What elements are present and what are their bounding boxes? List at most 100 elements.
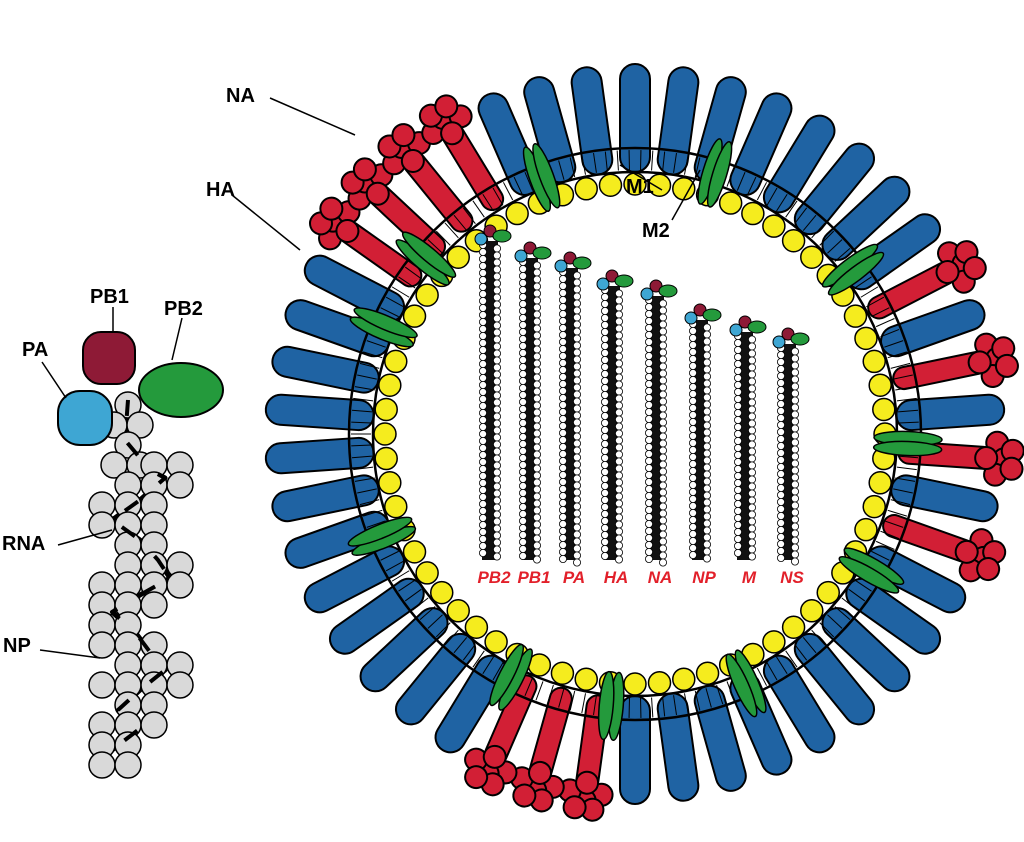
np-bead <box>478 443 487 452</box>
np-bead <box>659 299 668 308</box>
np-bead <box>559 414 568 423</box>
np-bead <box>573 327 582 336</box>
np-bead <box>748 510 757 519</box>
label-pa: PA <box>22 339 48 361</box>
lipid-tail <box>651 697 654 718</box>
lipid-tail <box>593 152 597 173</box>
np-bead <box>573 460 582 469</box>
np-bead <box>573 355 582 364</box>
lipid-tail <box>419 606 436 620</box>
np-bead <box>601 418 610 427</box>
lipid-tail <box>895 477 916 482</box>
lipid-tail <box>854 579 872 592</box>
np-bead <box>533 534 542 543</box>
lipid-tail <box>524 171 534 191</box>
leader-line <box>619 164 663 191</box>
np-bead <box>777 427 786 436</box>
leader-line <box>41 361 67 399</box>
lipid-tail <box>880 530 900 540</box>
segment-label-np: NP <box>692 568 716 587</box>
np-bead <box>645 414 654 423</box>
np-bead <box>703 365 712 374</box>
label-pb1: PB1 <box>90 286 129 308</box>
np-bead <box>615 534 624 543</box>
lipid-tail <box>875 540 895 550</box>
lipid-tail <box>776 193 788 212</box>
lipid-tail <box>472 200 485 218</box>
np-bead <box>689 438 698 447</box>
np-bead <box>478 275 487 284</box>
np-bead <box>492 328 501 337</box>
np-bead <box>533 485 542 494</box>
lipid-tail <box>673 695 677 716</box>
np-bead <box>645 477 654 486</box>
np-bead <box>689 537 698 546</box>
np-bead <box>734 535 743 544</box>
np-bead <box>703 533 712 542</box>
np-bead <box>703 519 712 528</box>
np-bead <box>645 337 654 346</box>
na-head-lobe <box>464 765 489 790</box>
np-bead <box>791 501 800 510</box>
np-bead <box>573 446 582 455</box>
np-bead <box>559 302 568 311</box>
np-bead <box>492 503 501 512</box>
np-bead <box>492 377 501 386</box>
np-bead <box>659 411 668 420</box>
np-bead <box>791 452 800 461</box>
np-bead <box>689 487 698 496</box>
pa-subunit <box>640 287 654 301</box>
np-bead <box>748 496 757 505</box>
np-bead <box>659 390 668 399</box>
np-protein <box>166 471 194 499</box>
np-bead <box>748 447 757 456</box>
np-bead <box>559 344 568 353</box>
lipid-tail <box>427 614 443 629</box>
leader-line <box>39 649 101 659</box>
np-protein <box>88 671 116 699</box>
np-bead <box>748 454 757 463</box>
lipid-tail <box>604 151 608 172</box>
np-bead <box>689 501 698 510</box>
na-spike <box>867 240 987 320</box>
lipid-tail <box>726 167 735 187</box>
np-bead <box>601 467 610 476</box>
np-bead <box>533 450 542 459</box>
np-bead <box>519 362 528 371</box>
np-bead <box>734 485 743 494</box>
lipid-tail <box>884 340 904 348</box>
np-bead <box>478 317 487 326</box>
np-bead <box>748 363 757 372</box>
np-bead <box>734 492 743 501</box>
np-bead <box>791 459 800 468</box>
m2-channel <box>872 430 943 457</box>
np-bead <box>533 429 542 438</box>
m2-subunit <box>532 142 561 209</box>
np-bead <box>559 456 568 465</box>
m1-protein <box>868 471 892 495</box>
lipid-tail <box>391 570 410 582</box>
np-bead <box>492 538 501 547</box>
lipid-tail <box>898 409 919 413</box>
segment-label-ns: NS <box>780 568 804 587</box>
np-bead <box>478 429 487 438</box>
np-bead <box>748 461 757 470</box>
np-bead <box>615 520 624 529</box>
np-bead <box>659 320 668 329</box>
np-bead <box>689 508 698 517</box>
np-bead <box>559 505 568 514</box>
lipid-tail <box>694 157 701 178</box>
m2-subunit <box>872 440 943 457</box>
np-bead <box>601 306 610 315</box>
np-bead <box>492 405 501 414</box>
np-bead <box>645 379 654 388</box>
lipid-tail <box>794 207 808 225</box>
np-bead <box>659 404 668 413</box>
np-bead <box>703 421 712 430</box>
np-bead <box>791 403 800 412</box>
np-bead <box>492 475 501 484</box>
np-bead <box>791 389 800 398</box>
np-bead <box>601 552 610 561</box>
np-bead <box>478 247 487 256</box>
m2-channel <box>489 643 533 711</box>
